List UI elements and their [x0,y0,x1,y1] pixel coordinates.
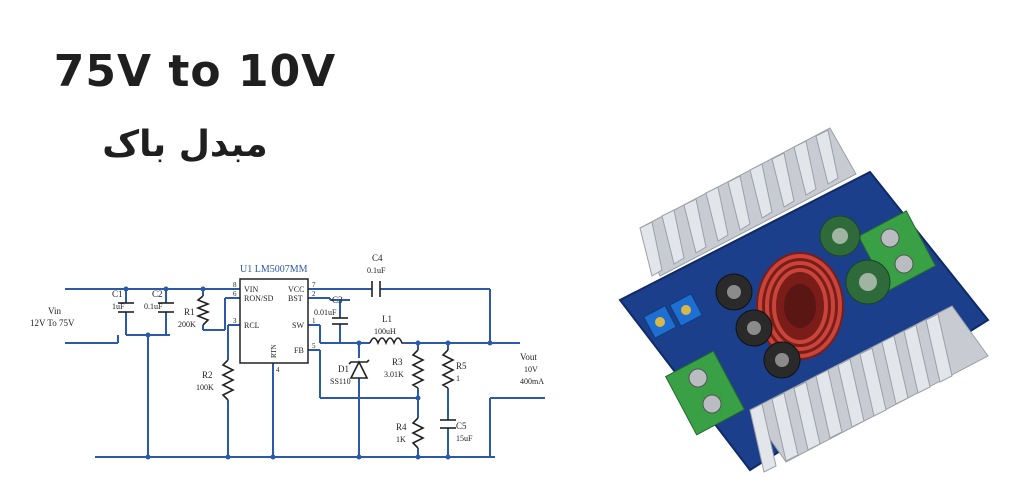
c1-value: 1uF [112,302,125,311]
ic-pin-sw: SW [292,321,304,330]
ic-pin-vin: VIN [244,285,258,294]
c3-value: 0.01uF [314,308,337,317]
r5-ref: R5 [456,361,467,371]
c5-value: 15uF [456,434,473,443]
r4-value: 1K [396,435,406,444]
r4-ref: R4 [396,422,407,432]
r1-symbol [195,295,211,326]
module-photo [618,127,990,473]
pin-num-5: 5 [312,342,316,350]
ic-pin-rtn: RTN [270,344,278,358]
l1-ref: L1 [382,314,392,324]
r2-symbol [221,359,235,401]
pin-num-8: 8 [233,281,237,289]
ic-pin-ron: RON/SD [244,294,274,303]
vout-label: Vout [520,352,537,362]
c2-value: 0.1uF [144,302,163,311]
ic-pin-fb: FB [294,346,304,355]
vin-label: Vin [48,306,61,316]
l1-value: 100uH [374,327,396,336]
ic-pin-rcl: RCL [244,321,260,330]
c2-ref: C2 [152,289,163,299]
r1-value: 200K [178,320,196,329]
ic-body [239,278,309,364]
c3-ref: C3 [332,295,343,305]
r3-value: 3.01K [384,370,404,379]
inductor-coil [756,252,844,360]
page-title: 75V to 10V [53,46,337,97]
bottom-heatsink [749,305,989,473]
r1-ref: R1 [184,307,195,317]
vin-value: 12V To 75V [30,318,75,328]
d1-ref: D1 [338,364,349,374]
c5-ref: C5 [456,421,467,431]
pin-num-1: 1 [312,317,316,325]
pin-num-6: 6 [233,290,237,298]
r2-ref: R2 [202,370,213,380]
r5-value: 1 [456,374,460,383]
trimpots [643,293,703,339]
pin-num-3: 3 [233,317,237,325]
d1-bar [348,359,370,365]
vout-current: 400mA [520,377,544,386]
ic-name: U1 LM5007MM [240,264,308,275]
buck-converter-schematic: U1 LM5007MM VIN RON/SD RCL VCC BST SW FB… [30,253,545,460]
page-subtitle: مبدل باک [102,124,268,165]
ic-pin-bst: BST [288,294,303,303]
r5-symbol [441,349,455,389]
d1-symbol [349,360,369,379]
d1-value: SS110 [330,377,351,386]
top-heatsink [639,127,857,277]
capacitors [715,215,891,379]
vout-value: 10V [524,365,538,374]
c1-ref: C1 [112,289,123,299]
c4-value: 0.1uF [367,266,386,275]
c4-ref: C4 [372,253,383,263]
pin-num-7: 7 [312,281,316,289]
r3-ref: R3 [392,357,403,367]
r2-value: 100K [196,383,214,392]
pin-num-2: 2 [312,290,316,298]
r3-symbol [411,349,425,389]
ic-pin-vcc: VCC [288,285,304,294]
r4-symbol [411,417,425,449]
pin-num-4: 4 [276,366,280,374]
l1-symbol [369,337,405,346]
